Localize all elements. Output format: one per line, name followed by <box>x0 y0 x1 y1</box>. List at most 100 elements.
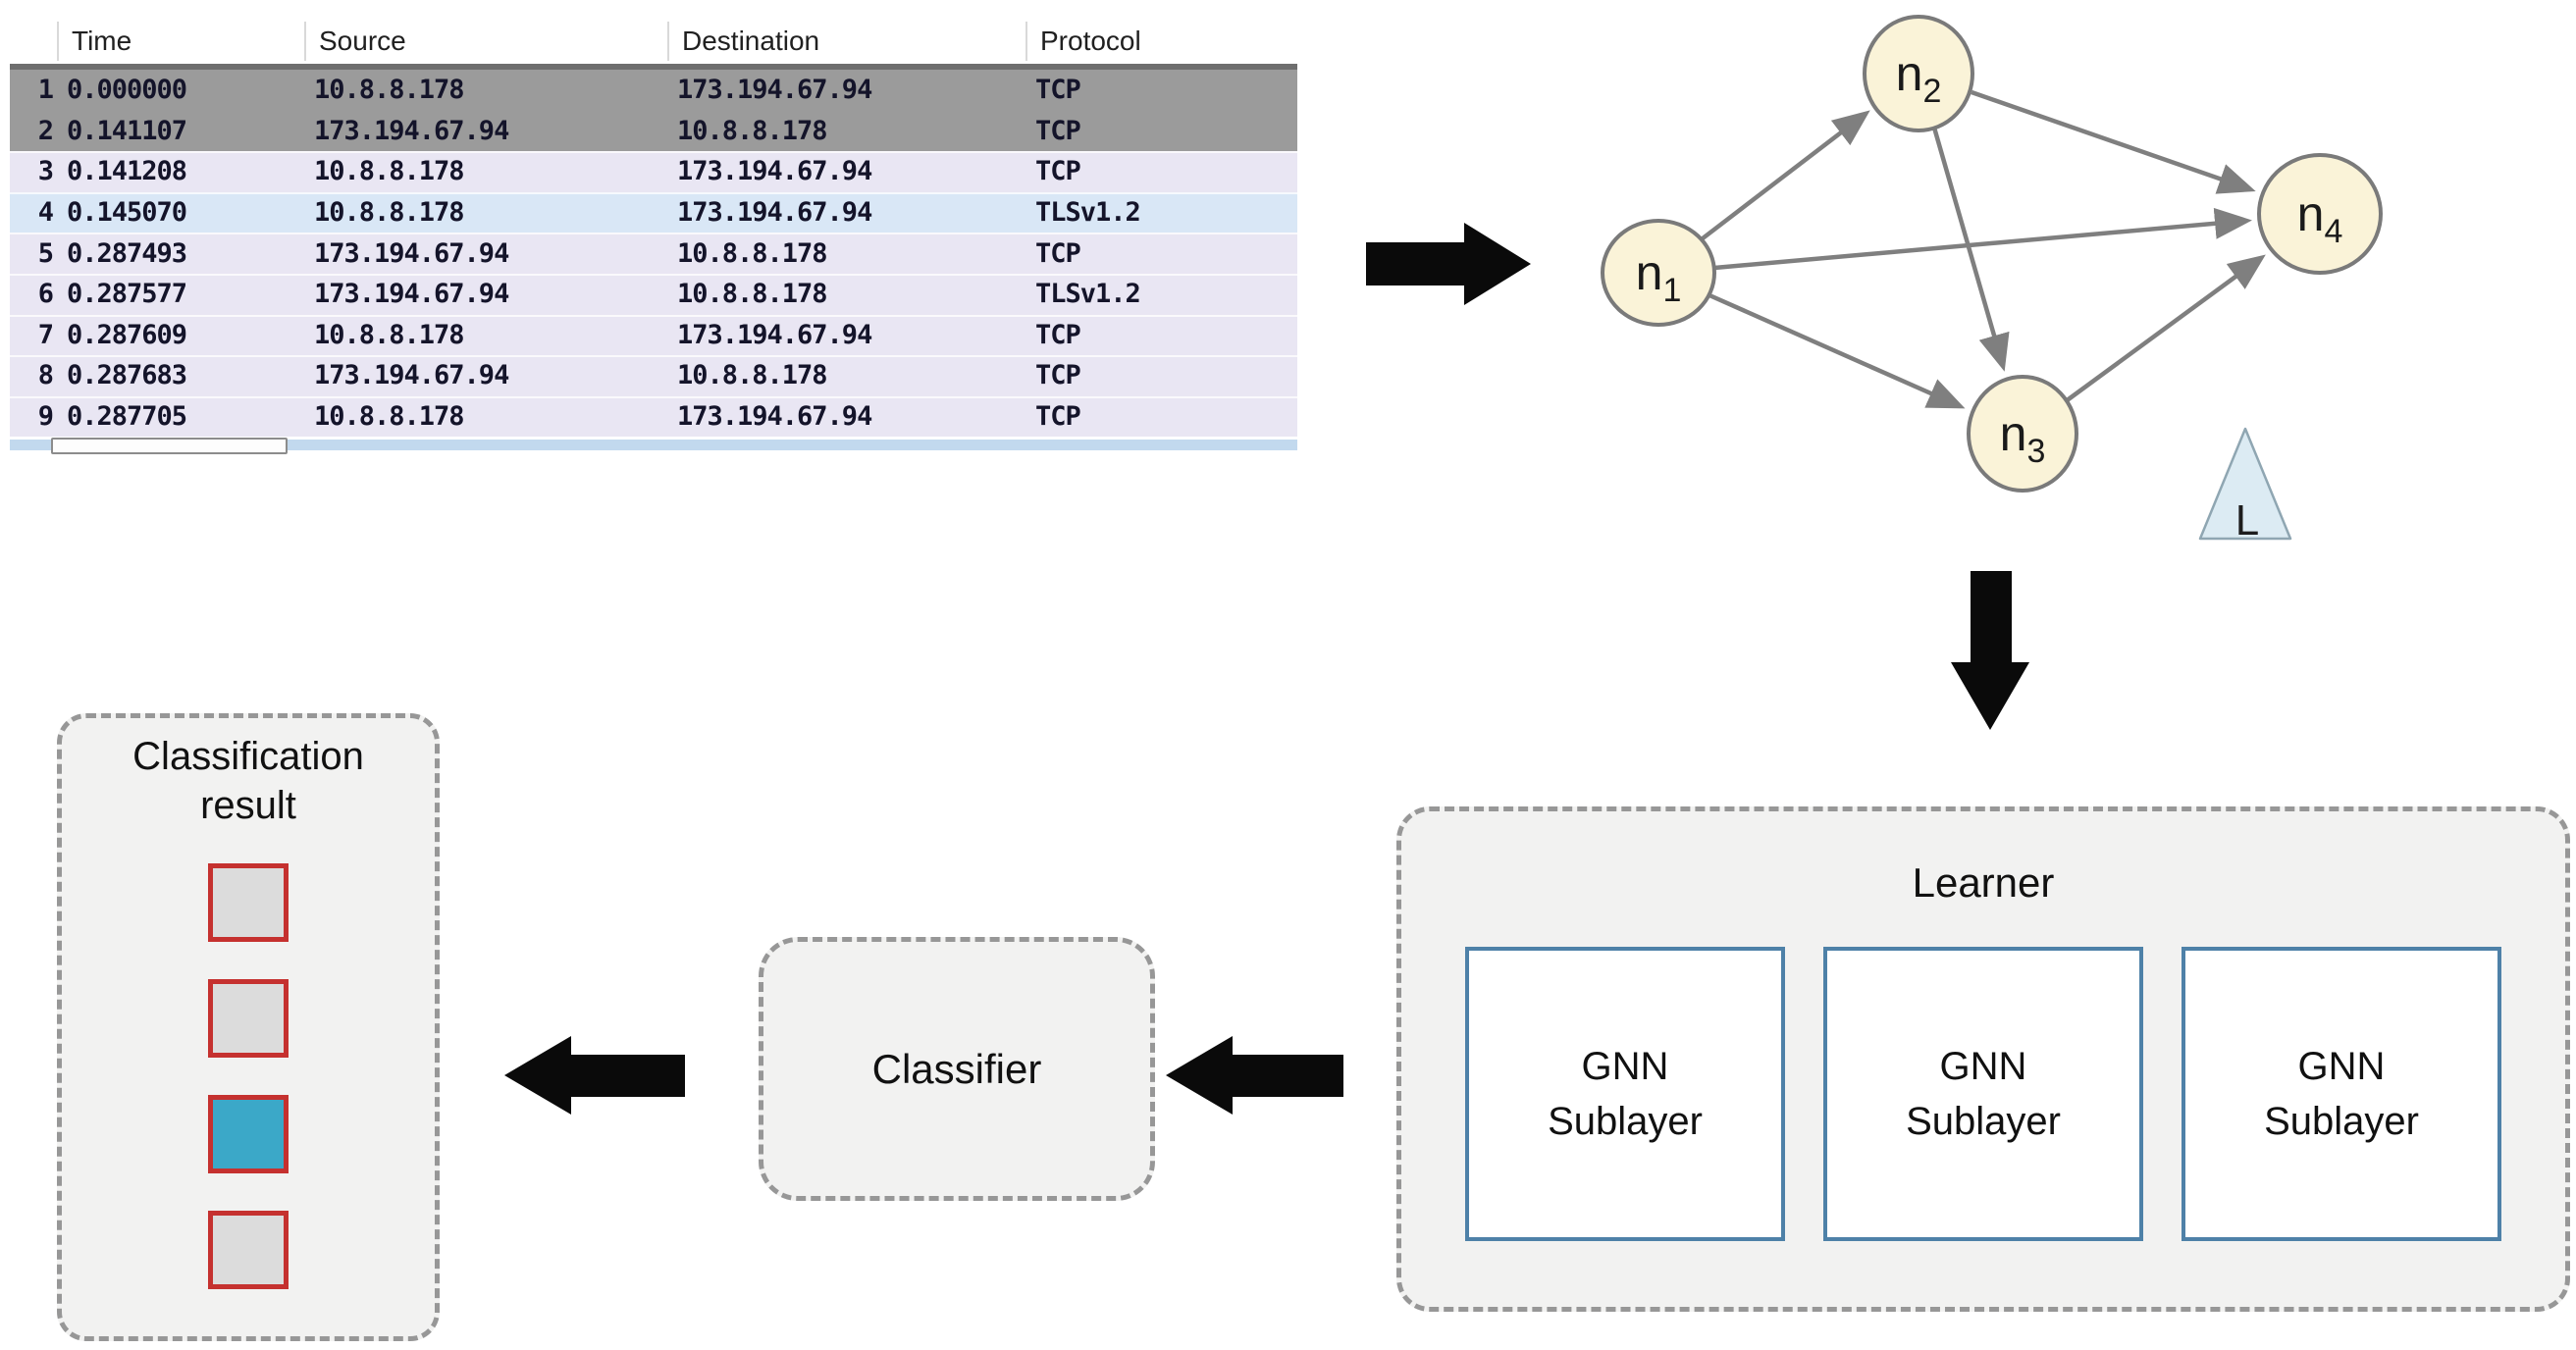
packet-protocol: TLSv1.2 <box>1035 279 1141 310</box>
node-n2: n2 <box>1863 15 1974 132</box>
packet-number: 7 <box>37 319 54 350</box>
packet-destination: 10.8.8.178 <box>677 237 828 269</box>
packet-list: Time Source Destination Protocol 1 0.000… <box>10 18 1297 454</box>
packet-time: 0.287705 <box>67 401 187 433</box>
table-row[interactable]: 3 0.141208 10.8.8.178 173.194.67.94 TCP <box>10 151 1297 192</box>
node-n1: n1 <box>1601 219 1716 327</box>
gnn-sublayer-box: GNN Sublayer <box>1465 947 1785 1241</box>
packet-destination: 10.8.8.178 <box>677 115 828 146</box>
flow-arrow-graph-to-learner-icon <box>1951 571 2029 730</box>
packet-destination: 173.194.67.94 <box>677 319 872 350</box>
header-destination: Destination <box>667 21 1025 61</box>
packet-number: 3 <box>37 156 54 187</box>
node-n4: n4 <box>2257 153 2383 275</box>
triangle-icon <box>2198 427 2292 541</box>
edge-n1-n3 <box>1709 292 1966 409</box>
packet-source: 10.8.8.178 <box>314 319 465 350</box>
horizontal-scrollbar-track[interactable] <box>10 440 1297 450</box>
table-row[interactable]: 8 0.287683 173.194.67.94 10.8.8.178 TCP <box>10 355 1297 396</box>
flow-arrow-classifier-to-result-icon <box>504 1036 685 1115</box>
svg-text:n4: n4 <box>2297 186 2343 250</box>
table-row[interactable]: 7 0.287609 10.8.8.178 173.194.67.94 TCP <box>10 314 1297 356</box>
packet-source: 10.8.8.178 <box>314 401 465 433</box>
table-row[interactable]: 9 0.287705 10.8.8.178 173.194.67.94 TCP <box>10 395 1297 438</box>
classification-result-title: Classification result <box>132 735 364 827</box>
packet-source: 173.194.67.94 <box>314 237 509 269</box>
packet-time: 0.287577 <box>67 279 187 310</box>
packet-source: 10.8.8.178 <box>314 197 465 229</box>
packet-source: 173.194.67.94 <box>314 360 509 391</box>
graph-nodes: n1 n2 n3 n4 <box>1601 15 2383 493</box>
header-time: Time <box>57 21 304 61</box>
result-cell <box>208 979 289 1058</box>
result-cell <box>208 1095 289 1173</box>
packet-destination: 173.194.67.94 <box>677 75 872 106</box>
packet-protocol: TCP <box>1035 319 1081 350</box>
packet-time: 0.141107 <box>67 115 187 146</box>
svg-text:n1: n1 <box>1636 245 1682 309</box>
packet-number: 9 <box>37 401 54 433</box>
packet-protocol: TCP <box>1035 401 1081 433</box>
node-n3: n3 <box>1967 375 2078 493</box>
result-cell <box>208 863 289 942</box>
packet-source: 10.8.8.178 <box>314 156 465 187</box>
packet-time: 0.287683 <box>67 360 187 391</box>
packet-destination: 10.8.8.178 <box>677 279 828 310</box>
packet-protocol: TCP <box>1035 360 1081 391</box>
table-row[interactable]: 1 0.000000 10.8.8.178 173.194.67.94 TCP <box>10 70 1297 111</box>
table-row[interactable]: 5 0.287493 173.194.67.94 10.8.8.178 TCP <box>10 233 1297 274</box>
packet-destination: 173.194.67.94 <box>677 197 872 229</box>
packet-list-header: Time Source Destination Protocol <box>10 18 1297 70</box>
gnn-sublayer-box: GNN Sublayer <box>1823 947 2143 1241</box>
packet-time: 0.145070 <box>67 197 187 229</box>
graph-edges <box>1701 89 2266 409</box>
packet-source: 173.194.67.94 <box>314 115 509 146</box>
packet-number: 5 <box>37 237 54 269</box>
edge-n1-n4 <box>1713 207 2252 271</box>
packet-destination: 173.194.67.94 <box>677 156 872 187</box>
classifier-box: Classifier <box>759 937 1155 1201</box>
flow-arrow-table-to-graph-icon <box>1366 223 1531 305</box>
classification-result-cells <box>62 863 435 1289</box>
packet-number: 1 <box>37 75 54 106</box>
edge-n2-n4 <box>1971 89 2256 194</box>
svg-text:n2: n2 <box>1896 46 1942 110</box>
packet-time: 0.141208 <box>67 156 187 187</box>
table-row[interactable]: 2 0.141107 173.194.67.94 10.8.8.178 TCP <box>10 110 1297 152</box>
result-cell <box>208 1211 289 1289</box>
packet-protocol: TCP <box>1035 115 1081 146</box>
header-source: Source <box>304 21 667 61</box>
packet-number: 4 <box>37 197 54 229</box>
packet-time: 0.000000 <box>67 75 187 106</box>
packet-number: 6 <box>37 279 54 310</box>
packet-destination: 173.194.67.94 <box>677 401 872 433</box>
packet-source: 10.8.8.178 <box>314 75 465 106</box>
legend-label: L <box>2235 496 2259 545</box>
edge-n3-n4 <box>2064 254 2266 403</box>
svg-text:n3: n3 <box>2000 406 2046 470</box>
header-protocol: Protocol <box>1025 21 1297 61</box>
edge-n1-n2 <box>1701 110 1870 240</box>
classifier-label: Classifier <box>871 1045 1042 1092</box>
classification-result-box: Classification result <box>57 713 440 1341</box>
flow-arrow-learner-to-classifier-icon <box>1166 1036 1343 1115</box>
packet-time: 0.287493 <box>67 237 187 269</box>
packet-destination: 10.8.8.178 <box>677 360 828 391</box>
gnn-sublayer-box: GNN Sublayer <box>2182 947 2501 1241</box>
table-row[interactable]: 6 0.287577 173.194.67.94 10.8.8.178 TLSv… <box>10 273 1297 315</box>
packet-protocol: TCP <box>1035 237 1081 269</box>
packet-time: 0.287609 <box>67 319 187 350</box>
table-row[interactable]: 4 0.145070 10.8.8.178 173.194.67.94 TLSv… <box>10 191 1297 234</box>
edge-n2-n3 <box>1931 127 2010 372</box>
horizontal-scrollbar-thumb[interactable] <box>51 438 288 454</box>
packet-source: 173.194.67.94 <box>314 279 509 310</box>
graph-legend: L <box>2198 427 2292 545</box>
packet-number: 2 <box>37 115 54 146</box>
packet-number: 8 <box>37 360 54 391</box>
packet-protocol: TLSv1.2 <box>1035 197 1141 229</box>
learner-title: Learner <box>1912 859 2055 906</box>
packet-protocol: TCP <box>1035 75 1081 106</box>
packet-protocol: TCP <box>1035 156 1081 187</box>
